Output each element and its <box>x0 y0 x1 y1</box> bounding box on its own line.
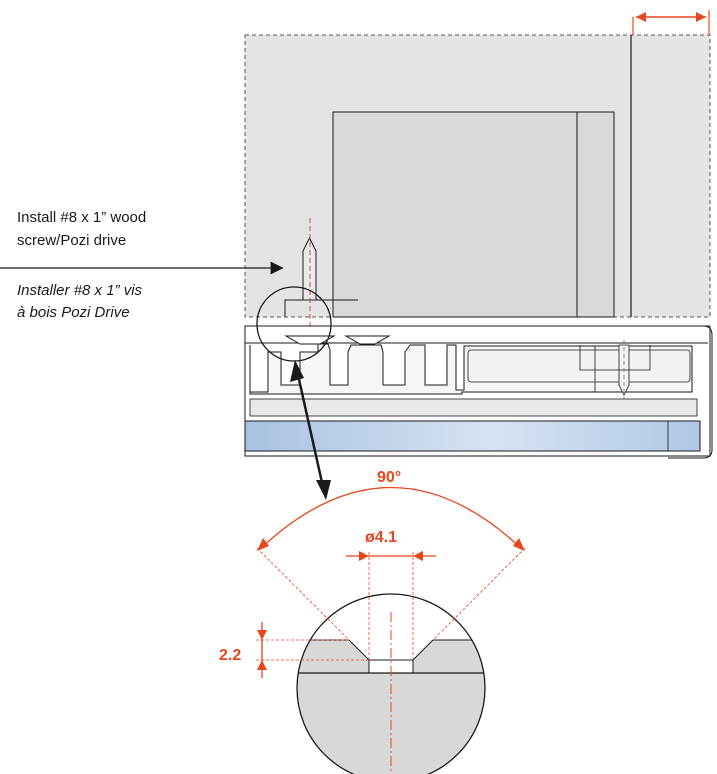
angle-label: 90° <box>377 469 402 486</box>
diameter-dimension <box>346 551 436 660</box>
angle-dimension <box>256 487 526 641</box>
base-profile <box>244 325 713 459</box>
profile-countersink <box>284 335 391 345</box>
diameter-label: ø4.1 <box>365 529 398 546</box>
instruction-fr-line2: à bois Pozi Drive <box>17 304 130 321</box>
depth-dimension <box>256 622 369 678</box>
instruction-fr-line1: Installer #8 x 1” vis <box>17 282 143 299</box>
instruction-en-line1: Install #8 x 1” wood <box>17 209 147 226</box>
detail-link-arrow <box>290 360 331 500</box>
depth-label: 2.2 <box>219 647 242 664</box>
detail-callout-circle <box>256 286 332 362</box>
countersink-detail <box>296 593 486 774</box>
cabinet-panel <box>244 34 711 318</box>
instruction-en-line2: screw/Pozi drive <box>17 232 127 249</box>
top-width-dimension <box>632 10 710 35</box>
